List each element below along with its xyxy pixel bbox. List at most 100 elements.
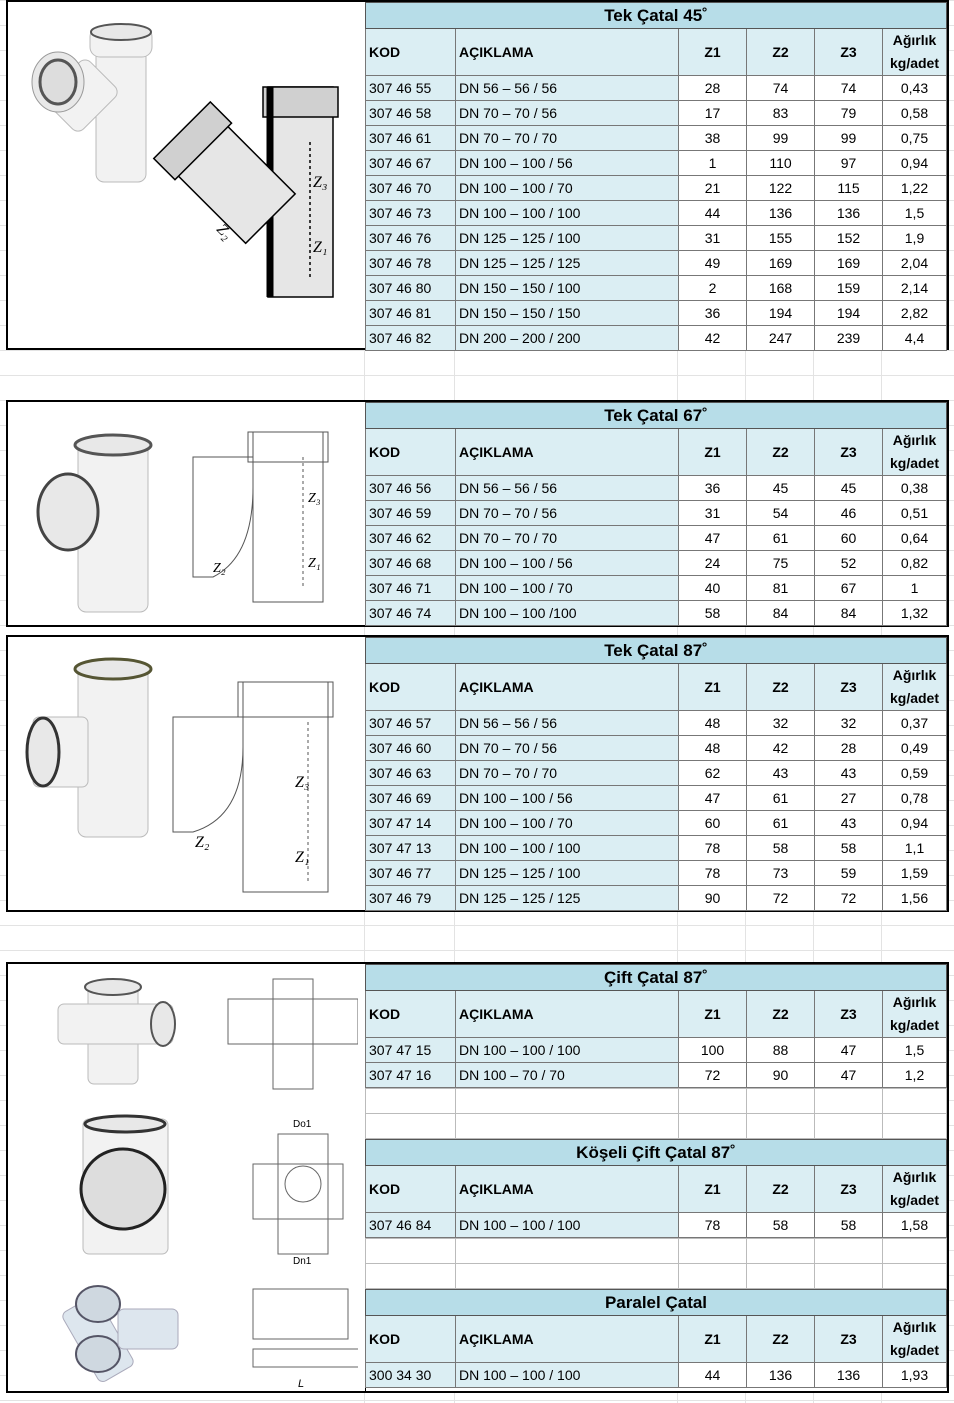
table-row: 307 47 14 DN 100 – 100 / 70 60 61 43 0,9…: [365, 810, 947, 836]
col-header-kod: KOD: [365, 428, 456, 476]
product-image-cell: Do1 Dn1 L: [8, 964, 366, 1391]
cell-z2: 43: [746, 760, 815, 786]
table-row: 307 46 77 DN 125 – 125 / 100 78 73 59 1,…: [365, 860, 947, 886]
cell-aciklama: DN 100 – 100 / 100: [455, 835, 679, 861]
cell-kod: 307 47 13: [365, 835, 456, 861]
table-tek-catal-67: Tek Çatal 67˚ KOD AÇIKLAMA Z1 Z2 Z3 Ağır…: [365, 402, 947, 626]
z1-label: Z₁: [313, 239, 327, 256]
z1-label: Z₁: [295, 849, 309, 866]
unit-label: kg/adet: [889, 55, 939, 71]
cell-kod: 307 47 16: [365, 1062, 456, 1088]
cell-aciklama: DN 100 – 100 /100: [455, 600, 679, 626]
table-row: 307 47 16 DN 100 – 70 / 70 72 90 47 1,2: [365, 1062, 947, 1088]
technical-drawing: [172, 681, 334, 893]
cell-kod: 307 46 61: [365, 125, 456, 151]
cell-agirlik: 1: [882, 575, 947, 601]
cell-z3: 136: [814, 200, 883, 226]
cell-z1: 78: [678, 835, 747, 861]
cell-agirlik: 0,37: [882, 710, 947, 736]
cell-z3: 67: [814, 575, 883, 601]
cell-agirlik: 0,78: [882, 785, 947, 811]
cell-z2: 73: [746, 860, 815, 886]
cell-z1: 48: [678, 735, 747, 761]
cell-z1: 44: [678, 1362, 747, 1388]
table-title: Tek Çatal 87˚: [365, 637, 947, 664]
cell-z1: 100: [678, 1037, 747, 1063]
cell-z2: 169: [746, 250, 815, 276]
col-header-kod: KOD: [365, 990, 456, 1038]
table-row: 307 47 13 DN 100 – 100 / 100 78 58 58 1,…: [365, 835, 947, 861]
cell-agirlik: 1,58: [882, 1212, 947, 1238]
table-row: 307 46 59 DN 70 – 70 / 56 31 54 46 0,51: [365, 500, 947, 526]
cell-aciklama: DN 100 – 70 / 70: [455, 1062, 679, 1088]
cell-z3: 97: [814, 150, 883, 176]
cell-z2: 83: [746, 100, 815, 126]
table-cift-catal-87: Çift Çatal 87˚ KOD AÇIKLAMA Z1 Z2 Z3 Ağı…: [365, 964, 947, 1088]
cell-z1: 24: [678, 550, 747, 576]
col-header-kod: KOD: [365, 1165, 456, 1213]
cell-agirlik: 4,4: [882, 325, 947, 351]
cell-z3: 58: [814, 835, 883, 861]
cell-aciklama: DN 125 – 125 / 100: [455, 225, 679, 251]
col-header-aciklama: AÇIKLAMA: [455, 663, 679, 711]
cell-aciklama: DN 70 – 70 / 70: [455, 525, 679, 551]
col-header-z2: Z2: [746, 28, 815, 76]
agirlik-label: Ağırlık: [892, 1319, 937, 1335]
tee-45-photo-and-drawing: Z₃ Z₁ Z₂: [31, 23, 339, 298]
table-row: 307 46 81 DN 150 – 150 / 150 36 194 194 …: [365, 300, 947, 326]
pipe-photo-1: [57, 978, 176, 1085]
cell-z1: 31: [678, 500, 747, 526]
cell-aciklama: DN 125 – 125 / 100: [455, 860, 679, 886]
col-header-z1: Z1: [678, 663, 747, 711]
double-tee-photos-and-drawings: Do1 Dn1 L: [57, 978, 358, 1389]
col-header-z2: Z2: [746, 1165, 815, 1213]
cell-kod: 307 46 77: [365, 860, 456, 886]
col-header-z1: Z1: [678, 1165, 747, 1213]
cell-z2: 88: [746, 1037, 815, 1063]
cell-z1: 90: [678, 885, 747, 911]
cell-z1: 47: [678, 785, 747, 811]
table-row: 307 46 67 DN 100 – 100 / 56 1 110 97 0,9…: [365, 150, 947, 176]
cell-z1: 72: [678, 1062, 747, 1088]
cell-z2: 247: [746, 325, 815, 351]
cell-kod: 307 46 60: [365, 735, 456, 761]
cell-z2: 61: [746, 785, 815, 811]
cell-z3: 115: [814, 175, 883, 201]
cell-agirlik: 0,82: [882, 550, 947, 576]
cell-z3: 58: [814, 1212, 883, 1238]
agirlik-label: Ağırlık: [892, 994, 937, 1010]
table-title: Tek Çatal 67˚: [365, 402, 947, 429]
agirlik-label: Ağırlık: [892, 32, 937, 48]
cell-agirlik: 0,64: [882, 525, 947, 551]
cell-kod: 307 46 79: [365, 885, 456, 911]
cell-z3: 28: [814, 735, 883, 761]
table-tek-catal-45: Tek Çatal 45˚ KOD AÇIKLAMA Z1 Z2 Z3 Ağır…: [365, 2, 947, 351]
table-row: 307 46 79 DN 125 – 125 / 125 90 72 72 1,…: [365, 885, 947, 911]
cell-z1: 62: [678, 760, 747, 786]
cell-aciklama: DN 100 – 100 / 70: [455, 810, 679, 836]
cell-agirlik: 2,82: [882, 300, 947, 326]
col-header-z3: Z3: [814, 663, 883, 711]
col-header-kod: KOD: [365, 1315, 456, 1363]
cell-z3: 27: [814, 785, 883, 811]
cell-z1: 17: [678, 100, 747, 126]
cell-z3: 47: [814, 1062, 883, 1088]
table-row: 307 46 78 DN 125 – 125 / 125 49 169 169 …: [365, 250, 947, 276]
cell-aciklama: DN 100 – 100 / 100: [455, 1037, 679, 1063]
cell-z2: 61: [746, 525, 815, 551]
col-header-z3: Z3: [814, 990, 883, 1038]
cell-z2: 99: [746, 125, 815, 151]
cell-agirlik: 0,75: [882, 125, 947, 151]
unit-label: kg/adet: [889, 455, 939, 471]
col-header-z2: Z2: [746, 1315, 815, 1363]
cell-z1: 49: [678, 250, 747, 276]
cell-z2: 194: [746, 300, 815, 326]
cell-z3: 152: [814, 225, 883, 251]
table-row: 307 46 76 DN 125 – 125 / 100 31 155 152 …: [365, 225, 947, 251]
cell-kod: 307 46 58: [365, 100, 456, 126]
cell-z1: 47: [678, 525, 747, 551]
cell-kod: 307 46 84: [365, 1212, 456, 1238]
cell-agirlik: 0,38: [882, 475, 947, 501]
